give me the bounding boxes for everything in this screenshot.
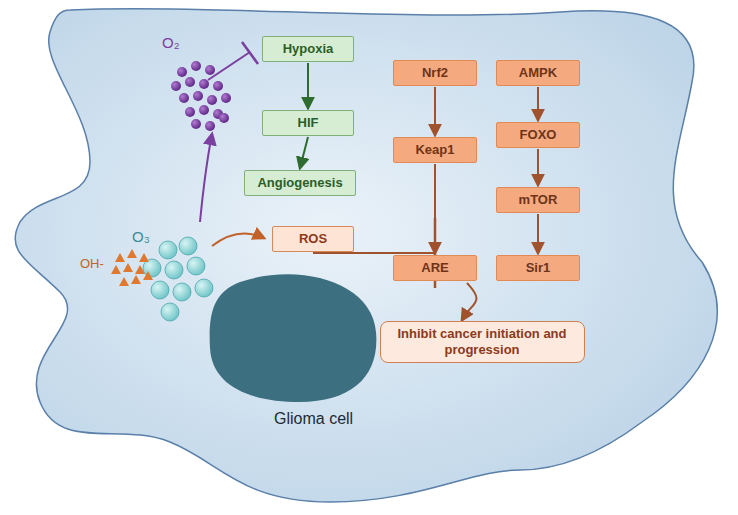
- pathway-box: FOXO: [496, 122, 580, 148]
- box-text: Inhibit cancer initiation and progressio…: [392, 326, 572, 357]
- box-text: AMPK: [519, 65, 557, 81]
- inhibition-connector: [313, 252, 435, 254]
- text-label: O₃: [132, 228, 150, 245]
- o3-to-ros-arrow: [212, 234, 264, 247]
- cell-membrane: [15, 9, 717, 502]
- ozone-molecules: [143, 237, 213, 321]
- pathway-box: ARE: [393, 255, 477, 281]
- hydroxyl-radicals: [111, 249, 153, 286]
- arrow-connector: [307, 63, 309, 108]
- pathway-box: Angiogenesis: [244, 170, 356, 196]
- pathway-box: HIF: [262, 110, 354, 136]
- pathway-box: Sir1: [496, 255, 580, 281]
- outcome-box: Inhibit cancer initiation and progressio…: [380, 321, 585, 363]
- box-text: Sir1: [526, 260, 551, 276]
- box-text: ROS: [299, 231, 327, 247]
- box-text: ARE: [421, 260, 448, 276]
- o3-to-o2-arrow: [200, 134, 212, 222]
- pathway-box: mTOR: [496, 187, 580, 213]
- o2-inhibit-bar: [242, 42, 258, 64]
- ros-box: ROS: [272, 226, 354, 252]
- text-label: O₂: [162, 34, 180, 51]
- box-text: Nrf2: [422, 65, 448, 81]
- arrow-connector: [434, 87, 436, 135]
- box-text: Keap1: [415, 142, 454, 158]
- text-label: Glioma cell: [274, 410, 353, 428]
- box-text: mTOR: [519, 192, 558, 208]
- box-text: HIF: [298, 115, 319, 131]
- nucleus: [210, 274, 377, 402]
- pathway-box: AMPK: [496, 60, 580, 86]
- box-text: Angiogenesis: [257, 175, 342, 191]
- arrow-connector: [300, 137, 308, 168]
- arrow-connector: [462, 283, 477, 320]
- o2-inhibit-line: [208, 52, 250, 80]
- arrow-connector: [537, 149, 539, 185]
- arrow-connector: [537, 214, 539, 253]
- pathway-box: Keap1: [393, 137, 477, 163]
- pathway-box: Hypoxia: [262, 36, 354, 62]
- box-text: Hypoxia: [283, 41, 334, 57]
- pathway-box: Nrf2: [393, 60, 477, 86]
- box-text: FOXO: [520, 127, 557, 143]
- text-label: OH-: [80, 256, 104, 271]
- arrow-connector: [537, 87, 539, 120]
- arrow-connector: [434, 164, 436, 253]
